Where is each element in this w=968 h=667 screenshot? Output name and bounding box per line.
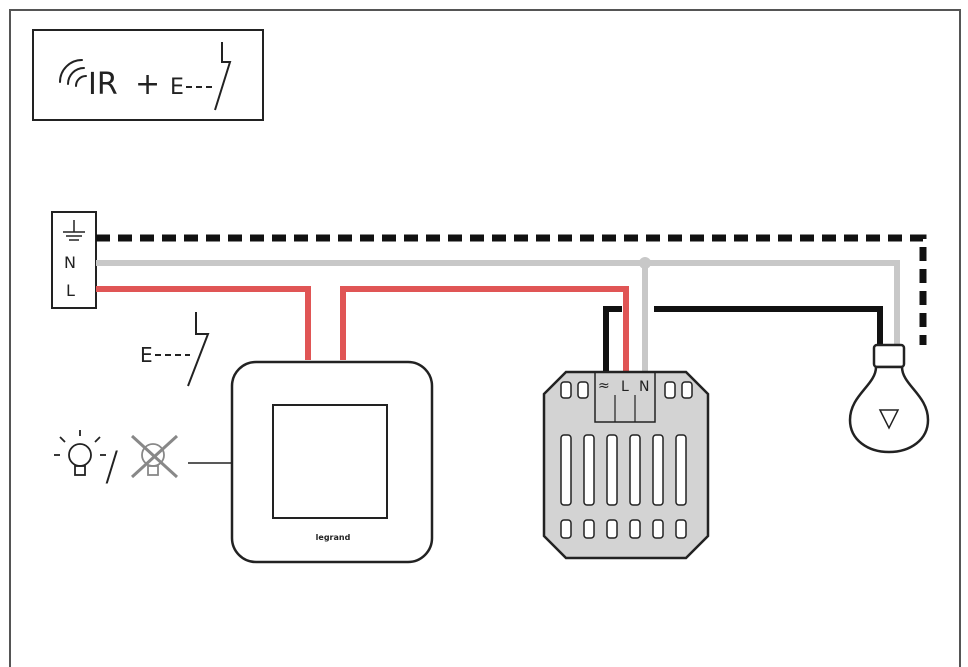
module-slots — [560, 381, 693, 539]
lamp-bulb-icon — [848, 343, 930, 454]
neutral-junction — [639, 257, 651, 269]
ir-waves-icon — [59, 59, 87, 87]
switch-plate: legrand — [230, 360, 434, 564]
module-live-label: L — [621, 379, 629, 395]
switched-wire-module — [603, 306, 622, 372]
live-wire-to-switch — [96, 286, 311, 360]
diagram-frame — [9, 9, 961, 667]
push-button-e-label: E — [140, 343, 153, 367]
bulb-off-icon — [130, 434, 179, 479]
push-button-label: E — [170, 75, 184, 100]
lamp-state-separator: / — [105, 444, 118, 490]
terminal-block: N L — [51, 211, 97, 309]
module-neutral-label: N — [639, 379, 649, 395]
earth-icon — [63, 220, 85, 241]
plus-sign: + — [135, 67, 160, 102]
ir-label: IR — [88, 67, 118, 102]
module-terminal-area — [594, 371, 656, 423]
module-load-label: ≈ — [598, 378, 610, 394]
neutral-wire — [96, 260, 900, 345]
terminal-live-label: L — [66, 281, 75, 300]
earth-wire — [96, 234, 927, 345]
brand-logo: legrand — [316, 533, 351, 542]
micromodule: ≈ L N — [542, 370, 710, 560]
switch-rocker — [272, 404, 388, 519]
bulb-on-icon — [54, 430, 106, 476]
push-button: E — [140, 312, 210, 387]
terminal-neutral-label: N — [64, 253, 76, 272]
legend-box: IR + E — [32, 29, 264, 121]
push-button-symbol — [186, 42, 232, 111]
live-wire-to-module — [340, 286, 629, 372]
switched-wire-lamp — [654, 306, 883, 345]
